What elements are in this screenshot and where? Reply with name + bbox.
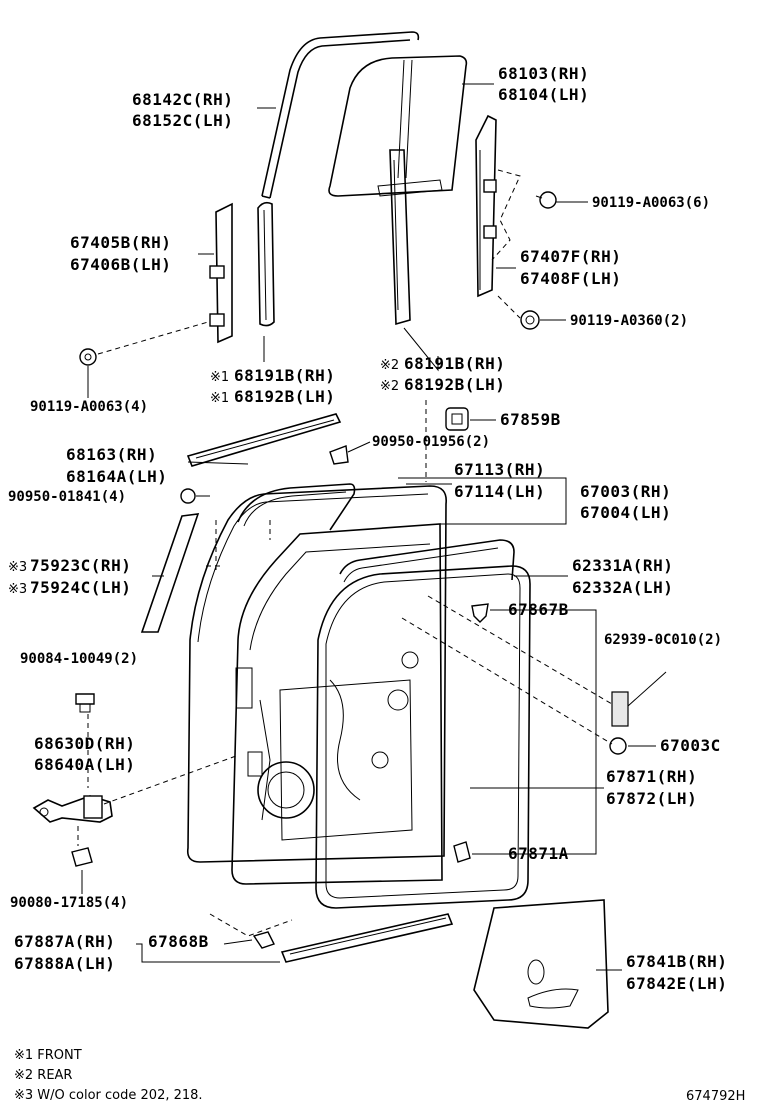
dash-guide-check-door <box>103 755 237 805</box>
sealant-75923c <box>140 513 200 633</box>
dash-guide-sash-front <box>97 321 209 355</box>
label-67408f: 67408F(LH) <box>520 269 621 288</box>
label-67887a: 67887A(RH) <box>14 932 115 951</box>
bolt-90080-17185 <box>71 847 93 867</box>
weatherstrip-62331a <box>339 539 515 583</box>
label-90119-a0063-4: 90119-A0063(4) <box>30 399 148 415</box>
clip-90950-01956 <box>329 445 349 465</box>
front-channel-68191b <box>257 201 275 327</box>
clip-67867b <box>471 603 489 623</box>
label-68152c: 68152C(LH) <box>132 111 233 130</box>
clip-67859b <box>445 407 469 431</box>
label-90950-01841: 90950-01841(4) <box>8 489 126 505</box>
label-67842e: 67842E(LH) <box>626 974 727 993</box>
label-67868b: 67868B <box>148 932 209 951</box>
bolt-90119-a0063-6 <box>535 191 557 209</box>
dash-guide-sash-bolts <box>491 169 521 261</box>
dash-guide-sealant <box>206 520 222 570</box>
sash-67407f <box>475 114 497 298</box>
label-67872: 67872(LH) <box>606 789 697 808</box>
label-62331a: 62331A(RH) <box>572 556 673 575</box>
label-68104: 68104(LH) <box>498 85 589 104</box>
callout-labels: 68103(RH) 68104(LH) 68142C(RH) 68152C(LH… <box>8 64 727 993</box>
dash-guide-67003c <box>401 617 613 745</box>
mark-75923c: ※3 <box>8 560 27 575</box>
label-68192b-front: 68192B(LH) <box>234 387 335 406</box>
dash-guide-rocker <box>209 913 293 937</box>
label-67871a: 67871A <box>508 844 569 863</box>
label-67003: 67003(RH) <box>580 482 671 501</box>
bolt-90119-a0360 <box>520 310 540 330</box>
label-90119-a0360: 90119-A0360(2) <box>570 313 688 329</box>
label-68191b-rear: 68191B(RH) <box>404 354 505 373</box>
glass-run-68142c <box>261 31 420 199</box>
mark-68191b-front: ※1 <box>210 370 229 385</box>
label-67406b: 67406B(LH) <box>70 255 171 274</box>
label-67114: 67114(LH) <box>454 482 545 501</box>
plug-67003c <box>609 737 627 755</box>
label-67004: 67004(LH) <box>580 503 671 522</box>
footnote-color-code: ※3 W/O color code 202, 218. <box>14 1088 203 1103</box>
sash-67405b <box>209 202 233 344</box>
mark-68192b-rear: ※2 <box>380 379 399 394</box>
bolt-90119-a0063-4 <box>79 348 97 366</box>
door-check-68630d <box>32 795 113 823</box>
label-68640a: 68640A(LH) <box>34 755 135 774</box>
label-75923c: 75923C(RH) <box>30 556 131 575</box>
label-67871: 67871(RH) <box>606 767 697 786</box>
tape-62939 <box>611 691 629 727</box>
door-frame-67113 <box>237 483 356 531</box>
label-62939: 62939-0C010(2) <box>604 632 722 648</box>
clip-90950-01841 <box>180 488 196 504</box>
label-67867b: 67867B <box>508 600 569 619</box>
dash-guide-lower-bolt <box>497 295 521 319</box>
service-hole-cover-67841b <box>473 899 609 1029</box>
footnotes: ※1 FRONT ※2 REAR ※3 W/O color code 202, … <box>14 1048 745 1104</box>
label-68630d: 68630D(RH) <box>34 734 135 753</box>
label-68164a: 68164A(LH) <box>66 467 167 486</box>
label-67407f: 67407F(RH) <box>520 247 621 266</box>
label-90950-01956: 90950-01956(2) <box>372 434 490 450</box>
label-68191b-front: 68191B(RH) <box>234 366 335 385</box>
rear-channel-68191b <box>377 149 443 326</box>
rocker-molding-67887a <box>280 913 454 963</box>
label-90080: 90080-17185(4) <box>10 895 128 911</box>
mark-68192b-front: ※1 <box>210 391 229 406</box>
bolt-90084-10049 <box>75 693 95 713</box>
label-68192b-rear: 68192B(LH) <box>404 375 505 394</box>
label-67888a: 67888A(LH) <box>14 954 115 973</box>
door-glass-68103 <box>328 55 468 197</box>
leader-lines <box>81 83 667 971</box>
label-67003c: 67003C <box>660 736 721 755</box>
label-67841b: 67841B(RH) <box>626 952 727 971</box>
label-68163: 68163(RH) <box>66 445 157 464</box>
label-62332a: 62332A(LH) <box>572 578 673 597</box>
label-68142c: 68142C(RH) <box>132 90 233 109</box>
inner-panel <box>231 523 443 885</box>
clip-67871a <box>453 841 471 863</box>
label-67405b: 67405B(RH) <box>70 233 171 252</box>
footnote-front: ※1 FRONT <box>14 1048 82 1063</box>
mark-68191b-rear: ※2 <box>380 358 399 373</box>
belt-molding-68163 <box>186 413 342 467</box>
label-68103: 68103(RH) <box>498 64 589 83</box>
clip-67868b <box>252 931 275 949</box>
label-90119-a0063-6: 90119-A0063(6) <box>592 195 710 211</box>
label-67859b: 67859B <box>500 410 561 429</box>
figure-id: 674792H <box>686 1089 745 1104</box>
label-67113: 67113(RH) <box>454 460 545 479</box>
label-90084: 90084-10049(2) <box>20 651 138 667</box>
footnote-rear: ※2 REAR <box>14 1068 72 1083</box>
weatherstrip-67871 <box>315 565 531 909</box>
label-75924c: 75924C(LH) <box>30 578 131 597</box>
mark-75924c: ※3 <box>8 582 27 597</box>
